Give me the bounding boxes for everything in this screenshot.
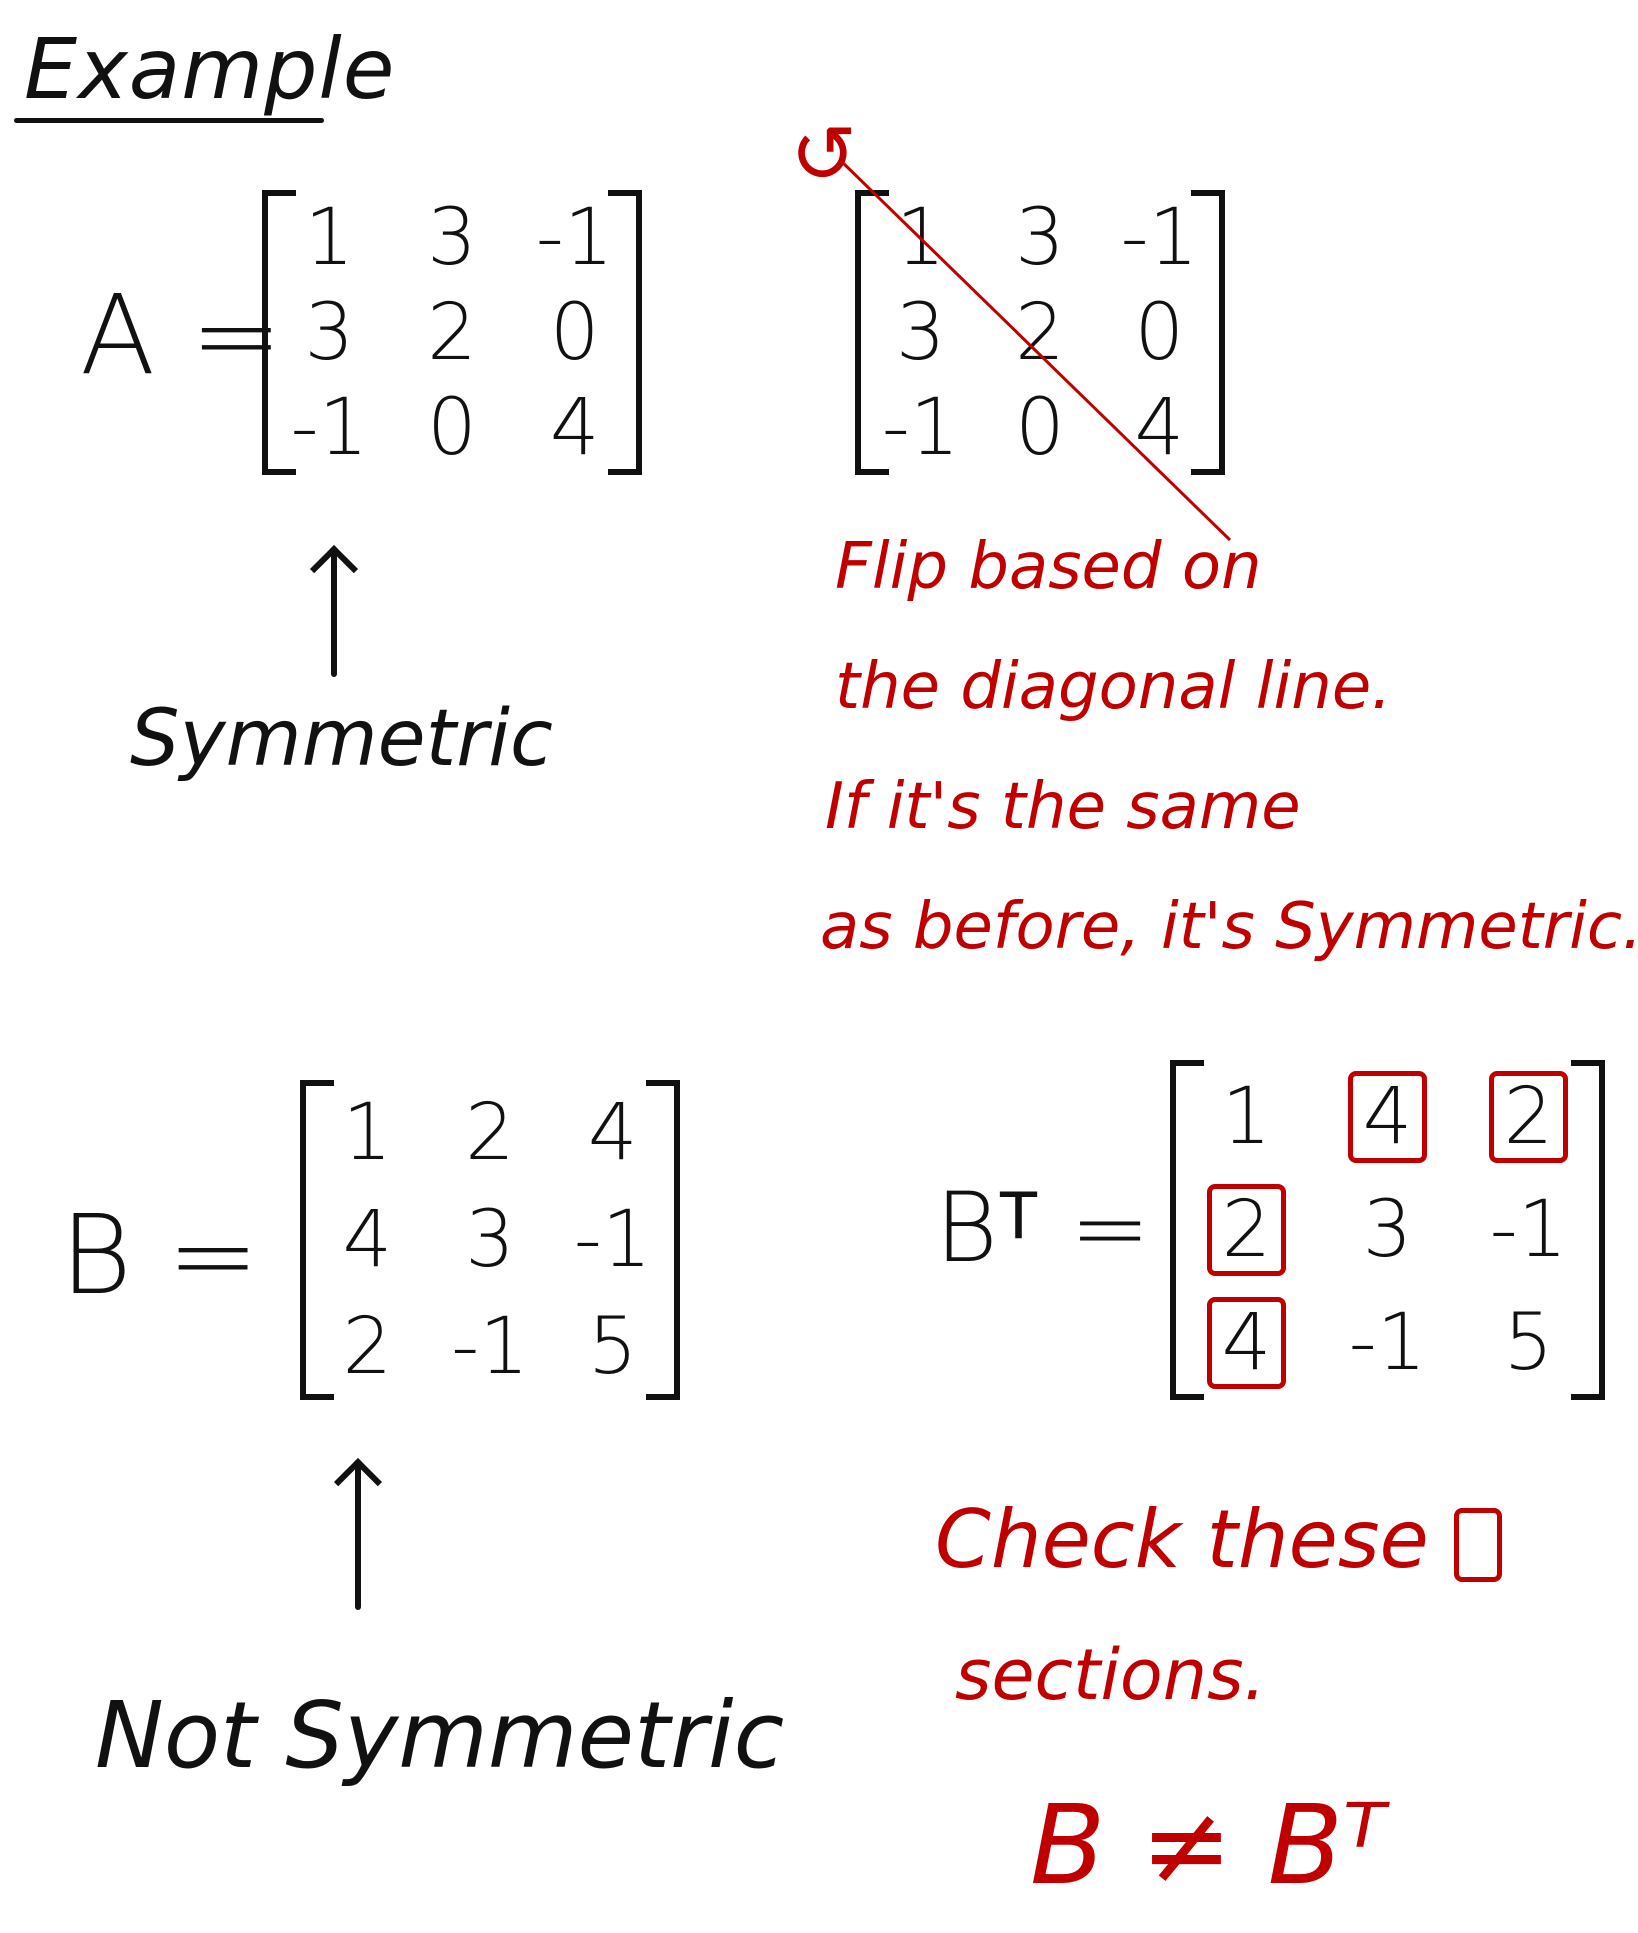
matrix-a-cell: -1 bbox=[290, 382, 369, 473]
flip-note-line: If it's the same bbox=[825, 770, 1301, 844]
matrix-a-flip-cell: 2 bbox=[1015, 287, 1065, 378]
check-note-text: Check these bbox=[935, 1493, 1429, 1586]
matrix-a-label: A = bbox=[80, 271, 283, 399]
check-note-line2: sections. bbox=[955, 1634, 1266, 1716]
matrix-bt-cell: -1 bbox=[1348, 1298, 1427, 1389]
flip-note-line: the diagonal line. bbox=[835, 650, 1392, 724]
matrix-b-cell: 5 bbox=[587, 1301, 638, 1392]
matrix-bt-cell: 5 bbox=[1503, 1298, 1554, 1389]
matrix-b-cell: 4 bbox=[587, 1088, 638, 1179]
matrix-b: 1 2 4 4 3 -1 2 -1 5 bbox=[300, 1080, 680, 1400]
matrix-a-cell: 0 bbox=[549, 287, 600, 378]
matrix-a-cell: 3 bbox=[427, 192, 477, 283]
matrix-a-flip-cell: 0 bbox=[1134, 287, 1185, 378]
matrix-b-label: B = bbox=[60, 1191, 260, 1319]
matrix-bt-cell: 1 bbox=[1221, 1071, 1272, 1162]
matrix-b-cell: 3 bbox=[465, 1194, 515, 1285]
matrix-bt-label: Bᵀ = bbox=[935, 1172, 1151, 1284]
diagonal-line-icon bbox=[838, 158, 1232, 542]
conclusion: B ≠ Bᵀ bbox=[1030, 1781, 1386, 1909]
matrix-a-cell: -1 bbox=[535, 192, 614, 283]
matrix-a-cell: 3 bbox=[304, 287, 355, 378]
matrix-bt-cell-highlighted: 4 bbox=[1176, 1287, 1317, 1400]
matrix-b-cell: -1 bbox=[451, 1301, 529, 1392]
matrix-a-cell: 4 bbox=[549, 382, 600, 473]
matrix-a-flip-cell: -1 bbox=[881, 382, 960, 473]
matrix-bt-cell-highlighted: 4 bbox=[1317, 1060, 1458, 1173]
arrow-head-icon bbox=[309, 544, 359, 594]
matrix-b-cell: 2 bbox=[465, 1088, 515, 1179]
matrix-a-caption: Symmetric bbox=[130, 694, 553, 784]
matrix-b-cell: -1 bbox=[573, 1194, 652, 1285]
matrix-bt-cell: -1 bbox=[1489, 1184, 1568, 1275]
matrix-a-flip-cell: 0 bbox=[1015, 382, 1065, 473]
matrix-b-cell: 1 bbox=[342, 1088, 393, 1179]
rotate-icon: ↺ bbox=[790, 108, 858, 201]
title-underline bbox=[14, 118, 324, 123]
matrix-a: 1 3 -1 3 2 0 -1 0 4 bbox=[262, 190, 642, 475]
matrix-b-cell: 4 bbox=[342, 1194, 393, 1285]
matrix-bt-cell-highlighted: 2 bbox=[1176, 1173, 1317, 1286]
matrix-bt-cell: 3 bbox=[1362, 1184, 1413, 1275]
matrix-a-cell: 2 bbox=[427, 287, 477, 378]
arrow-head-icon bbox=[333, 1457, 383, 1507]
flip-note-line: as before, it's Symmetric. bbox=[820, 890, 1638, 964]
page-title: Example bbox=[24, 20, 396, 118]
box-icon bbox=[1454, 1508, 1503, 1583]
matrix-a-flip-cell: 3 bbox=[895, 287, 946, 378]
matrix-a-flip-cell: 3 bbox=[1015, 192, 1065, 283]
matrix-a-flip: 1 3 -1 3 2 0 -1 0 4 bbox=[855, 190, 1225, 475]
matrix-b-cell: 2 bbox=[342, 1301, 393, 1392]
matrix-a-flip-cell: -1 bbox=[1120, 192, 1199, 283]
arrow-up-icon bbox=[355, 1465, 361, 1610]
matrix-a-cell: 0 bbox=[427, 382, 477, 473]
flip-note-line: Flip based on bbox=[835, 530, 1262, 604]
matrix-b-caption: Not Symmetric bbox=[95, 1682, 785, 1789]
matrix-a-cell: 1 bbox=[304, 192, 355, 283]
matrix-bt: 1 4 2 2 3 -1 4 -1 5 bbox=[1170, 1060, 1605, 1400]
matrix-bt-cell-highlighted: 2 bbox=[1458, 1060, 1599, 1173]
arrow-up-icon bbox=[331, 552, 337, 677]
check-note: Check these bbox=[935, 1500, 1503, 1583]
